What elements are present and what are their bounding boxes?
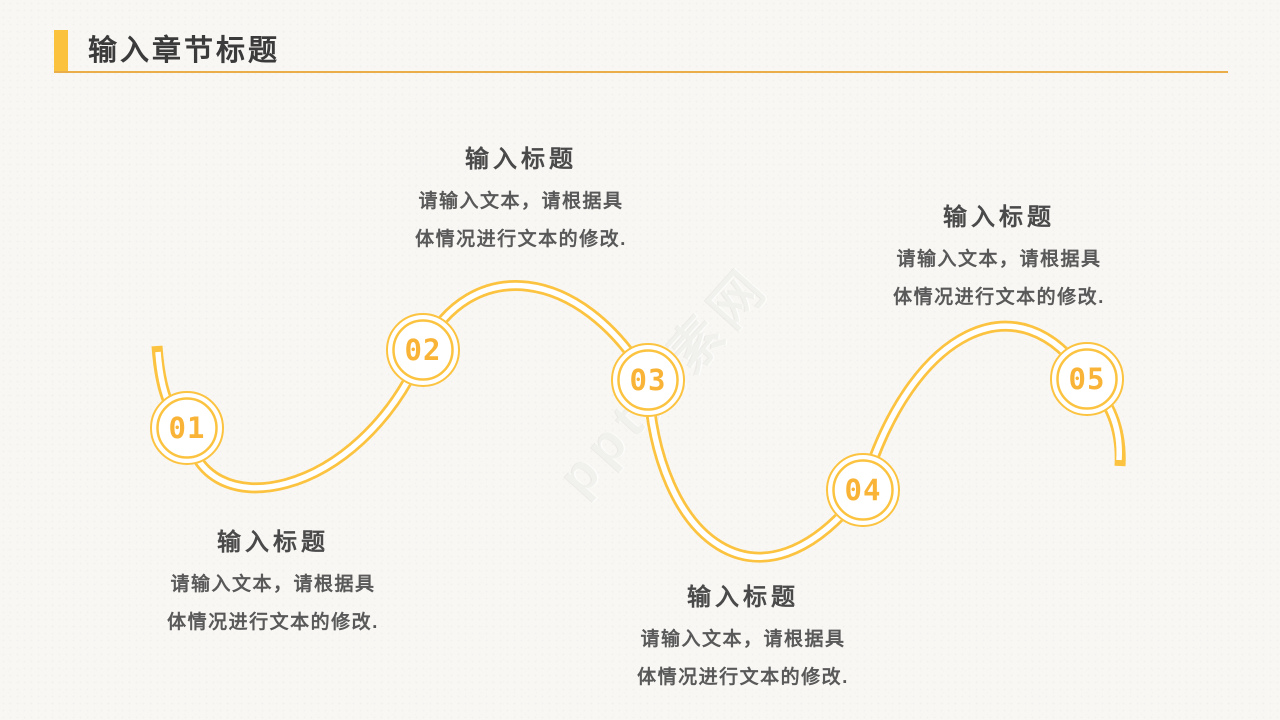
placeholder-body-line: 体情况进行文本的修改. bbox=[415, 229, 627, 250]
step-node-04: 04 bbox=[826, 453, 900, 527]
text-block-above-step-2: 输入标题 请输入文本，请根据具 体情况进行文本的修改. bbox=[361, 145, 681, 259]
placeholder-title: 输入标题 bbox=[217, 529, 329, 556]
placeholder-title: 输入标题 bbox=[943, 204, 1055, 231]
step-number-05: 05 bbox=[1069, 362, 1106, 396]
text-block-below-step-4: 输入标题 请输入文本，请根据具 体情况进行文本的修改. bbox=[583, 583, 903, 697]
flow-path-outline bbox=[151, 280, 1126, 563]
step-node-03: 03 bbox=[611, 343, 685, 417]
step-number-04: 04 bbox=[845, 473, 882, 507]
flow-path-hollow bbox=[155, 282, 1122, 560]
placeholder-title: 输入标题 bbox=[465, 146, 577, 173]
step-node-05: 05 bbox=[1050, 342, 1124, 416]
placeholder-body-line: 体情况进行文本的修改. bbox=[893, 287, 1105, 308]
section-title: 输入章节标题 bbox=[88, 35, 281, 67]
header-accent-bar bbox=[54, 30, 68, 72]
step-number-03: 03 bbox=[630, 363, 667, 397]
text-block-below-step-1: 输入标题 请输入文本，请根据具 体情况进行文本的修改. bbox=[113, 528, 433, 642]
step-number-01: 01 bbox=[169, 411, 206, 445]
placeholder-title: 输入标题 bbox=[687, 584, 799, 611]
placeholder-body-line: 体情况进行文本的修改. bbox=[167, 612, 379, 633]
step-node-01: 01 bbox=[150, 391, 224, 465]
placeholder-body-line: 请输入文本，请根据具 bbox=[418, 191, 624, 212]
placeholder-body-line: 请输入文本，请根据具 bbox=[170, 574, 376, 595]
placeholder-body-line: 请输入文本，请根据具 bbox=[896, 249, 1102, 270]
placeholder-body-line: 请输入文本，请根据具 bbox=[640, 629, 846, 650]
text-block-above-step-5: 输入标题 请输入文本，请根据具 体情况进行文本的修改. bbox=[839, 203, 1159, 317]
step-node-02: 02 bbox=[386, 313, 460, 387]
placeholder-body-line: 体情况进行文本的修改. bbox=[637, 667, 849, 688]
step-number-02: 02 bbox=[405, 333, 442, 367]
header-divider-line bbox=[54, 71, 1228, 73]
